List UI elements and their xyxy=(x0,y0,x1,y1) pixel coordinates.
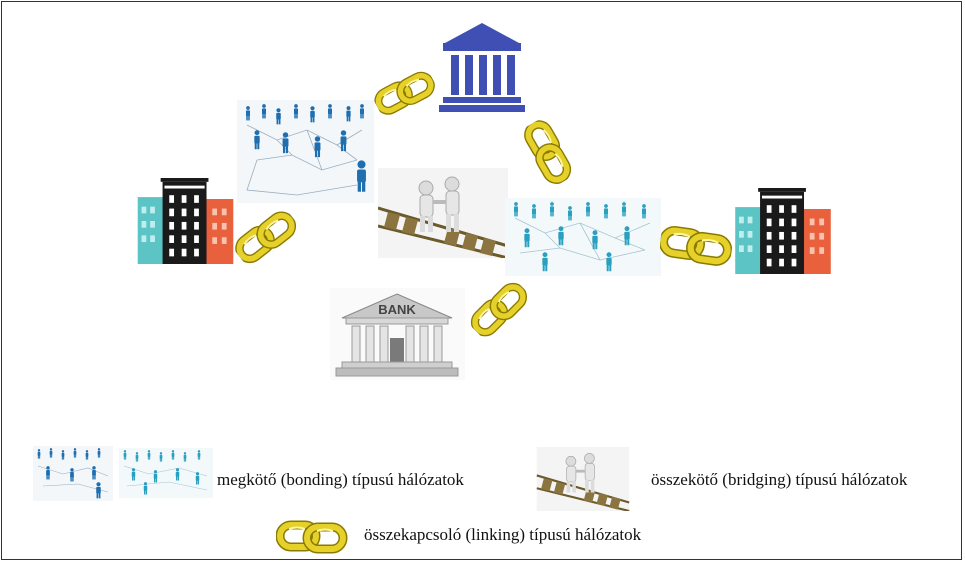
legend-bridging-label: összekötő (bridging) típusú hálózatok xyxy=(651,470,908,489)
chain-link-icon xyxy=(660,224,732,268)
legend-network-image-1 xyxy=(33,446,113,501)
apartment-buildings-icon xyxy=(735,188,831,274)
legend-bridge-image xyxy=(535,447,631,511)
chain-link-icon xyxy=(233,208,299,266)
bank-building-icon: BANK xyxy=(330,288,465,380)
people-network-image xyxy=(237,100,374,203)
legend-bonding-label: megkötő (bonding) típusú hálózatok xyxy=(217,470,464,489)
chain-link-icon xyxy=(374,70,436,116)
legend-chain-link-icon xyxy=(276,519,348,555)
handshake-bridge-image xyxy=(378,168,508,258)
legend-linking-label: összekapcsoló (linking) típusú hálózatok xyxy=(364,525,642,544)
bank-sign: BANK xyxy=(378,302,416,317)
people-network-image xyxy=(505,198,661,276)
legend-network-image-2 xyxy=(119,448,213,498)
chain-link-icon xyxy=(520,118,574,188)
government-building-icon xyxy=(439,23,525,112)
apartment-buildings-icon xyxy=(137,178,234,264)
chain-link-icon xyxy=(468,280,532,340)
